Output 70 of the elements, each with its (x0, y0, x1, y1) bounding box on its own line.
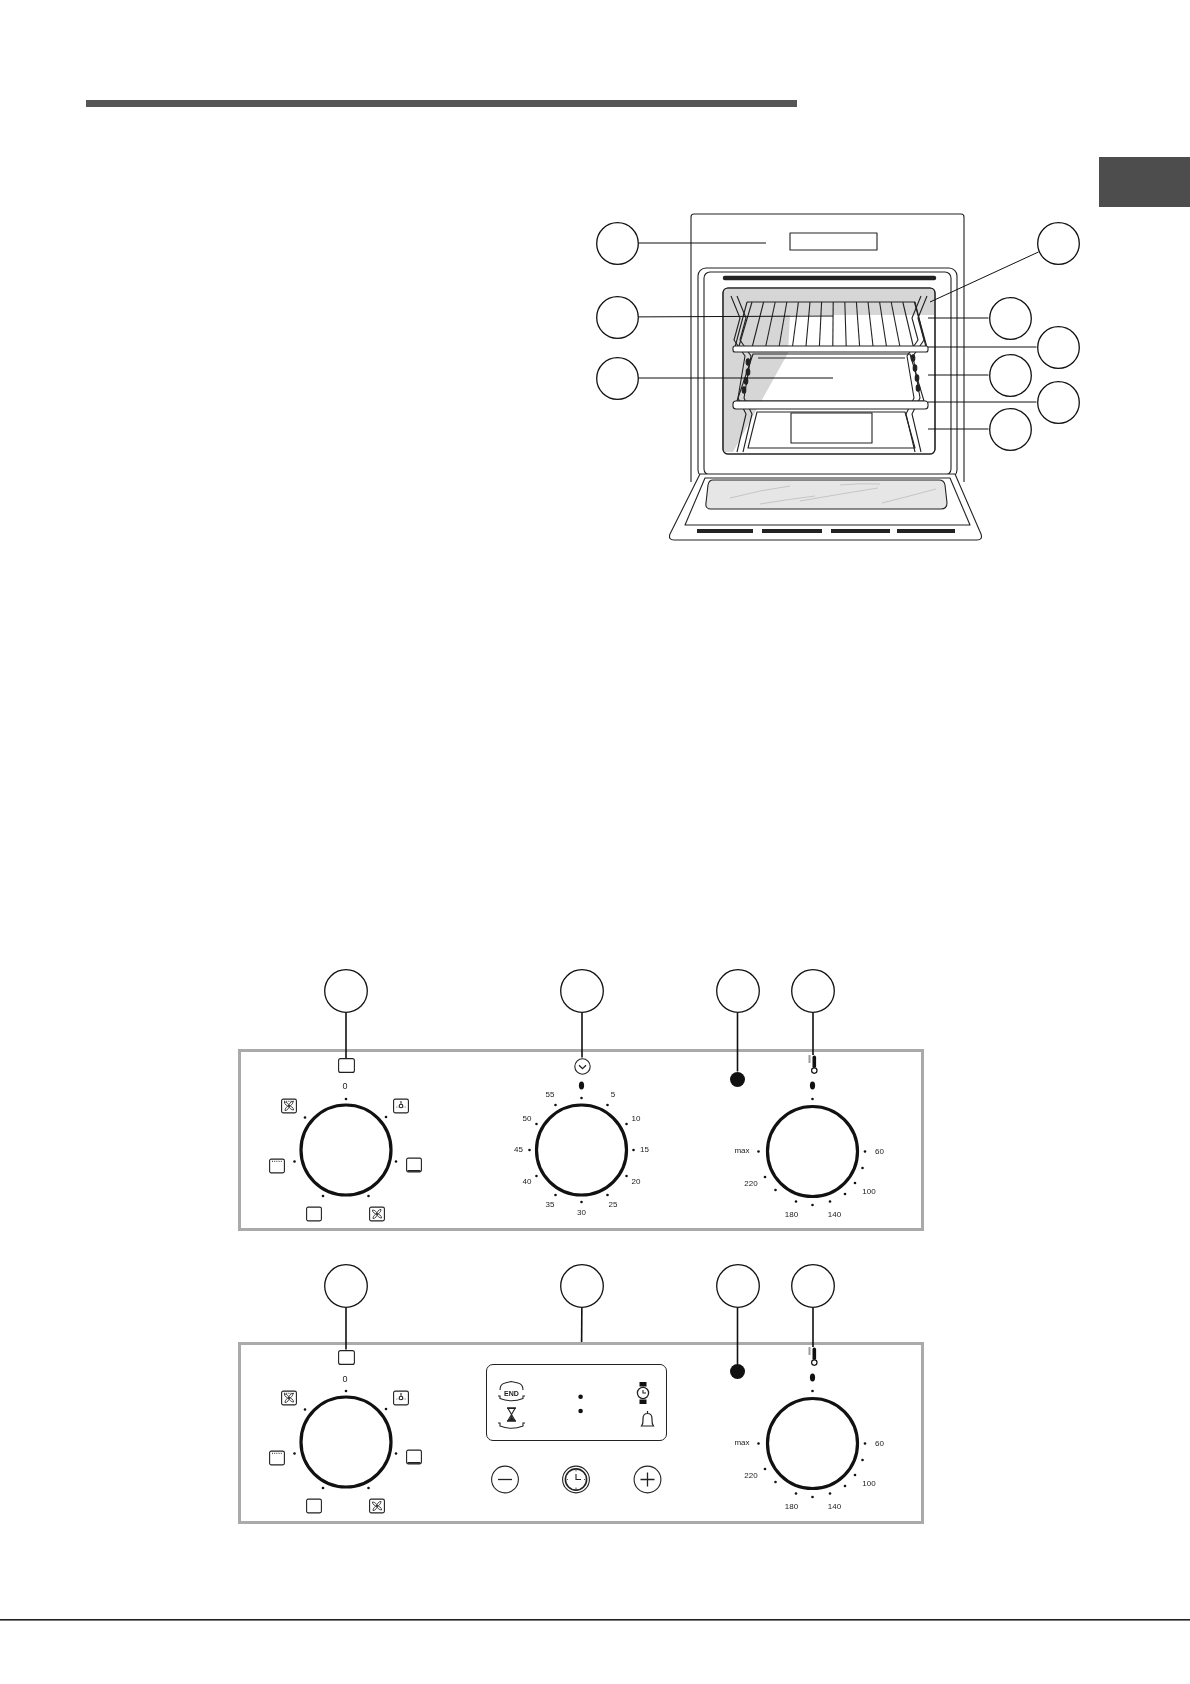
dial-label: 60 (875, 1439, 884, 1448)
callout-circle (791, 969, 835, 1013)
callout-circle (988, 296, 1032, 340)
leader-line (927, 346, 1037, 348)
square-icon (337, 1349, 355, 1365)
leader-line (345, 1307, 347, 1351)
control-panel (238, 1049, 924, 1231)
dial-label: 35 (545, 1200, 555, 1209)
callout-circle (988, 353, 1032, 397)
leader-line (638, 315, 834, 318)
leader-line (927, 374, 989, 376)
dial-label: 0 (342, 1374, 348, 1383)
leader-line (927, 317, 989, 319)
dial-label: 100 (862, 1479, 876, 1488)
callout-circle (1036, 325, 1080, 369)
leader-line (927, 428, 989, 430)
section-tab (1099, 157, 1190, 207)
dial-label: max (734, 1439, 750, 1447)
callout-circle (715, 969, 760, 1013)
callout-circle (715, 1264, 760, 1308)
thermometer-icon (807, 1347, 819, 1366)
dial-label: 220 (744, 1472, 758, 1480)
control-panel (238, 1342, 924, 1524)
dial-label: 140 (827, 1210, 842, 1219)
dial-label: 140 (827, 1502, 842, 1511)
dial-label: 50 (522, 1114, 532, 1123)
dial-label: 15 (640, 1146, 649, 1154)
dial-label: 60 (875, 1147, 884, 1156)
indicator-light (730, 1364, 745, 1379)
dial-label: 220 (744, 1180, 758, 1188)
indicator-light (730, 1071, 745, 1087)
leader-line (812, 1012, 814, 1056)
callout-circle (1036, 221, 1080, 265)
leader-line (929, 251, 1039, 303)
callout-circle (560, 969, 604, 1013)
callout-circle (791, 1264, 835, 1308)
leader-line (812, 1307, 814, 1348)
callout-circle (595, 356, 639, 400)
dial-label: 25 (608, 1200, 618, 1209)
leader-line (736, 1012, 739, 1073)
dial-label: 180 (784, 1210, 799, 1219)
thermometer-icon (807, 1055, 819, 1074)
leader-line (580, 1307, 583, 1343)
leader-line (345, 1012, 347, 1059)
dial-label: 5 (610, 1091, 616, 1100)
callout-circle (324, 1264, 368, 1308)
callout-circle (595, 295, 639, 339)
callout-circle (324, 969, 368, 1013)
dial-label: 20 (631, 1177, 641, 1186)
dial-label: 45 (514, 1146, 523, 1154)
dial-label: 180 (784, 1502, 799, 1511)
dial-label: 40 (522, 1177, 532, 1186)
leader-line (638, 242, 767, 244)
dial-label: 10 (631, 1114, 641, 1123)
dial-label: 100 (862, 1187, 876, 1196)
chevron-circle-icon (573, 1057, 591, 1075)
display-window (486, 1364, 667, 1441)
square-icon (337, 1058, 355, 1073)
callout-circle (560, 1264, 604, 1308)
leader-line (581, 1012, 583, 1059)
callout-circle (595, 221, 639, 265)
callout-circle (988, 407, 1032, 451)
leader-line (927, 401, 1037, 403)
dial-label: max (734, 1147, 750, 1155)
leader-line (736, 1307, 739, 1365)
dial-label: 55 (545, 1091, 555, 1100)
dial-label: 30 (577, 1209, 586, 1217)
callout-circle (1036, 380, 1080, 424)
leader-line (638, 377, 834, 379)
dial-label: 0 (342, 1081, 348, 1091)
